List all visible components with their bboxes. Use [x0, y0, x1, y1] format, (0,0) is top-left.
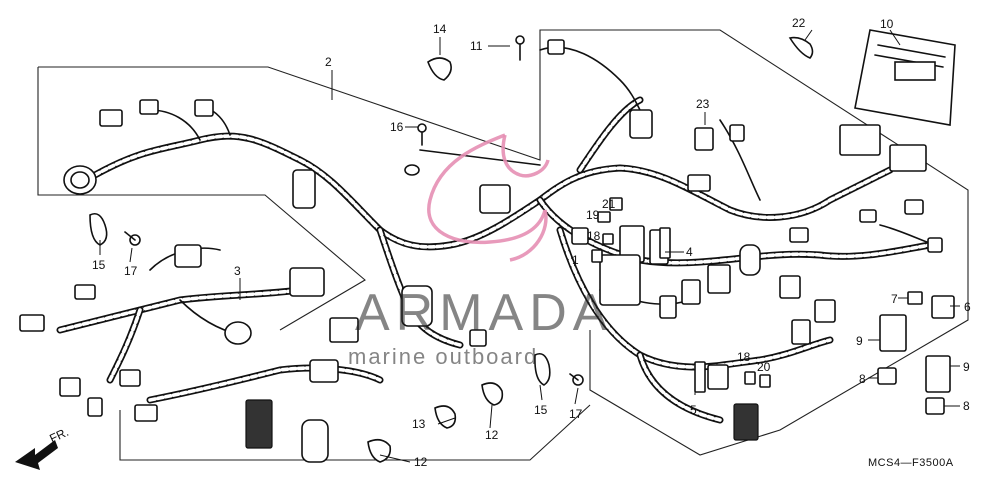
- front-direction-arrow: FR.: [15, 425, 71, 470]
- fasteners: [89, 35, 814, 463]
- callout-12: 12: [414, 455, 428, 469]
- callout-3: 3: [234, 264, 241, 278]
- callout-18: 18: [587, 229, 601, 243]
- ecu-module: [854, 29, 956, 126]
- callouts: 2 3 4 5 6 7 8 8 9 9 10 11 12 12 13 14 15…: [92, 16, 971, 469]
- callout-6: 6: [964, 300, 971, 314]
- callout-2: 2: [325, 55, 332, 69]
- callout-11: 11: [470, 39, 483, 53]
- callout-20: 20: [757, 360, 771, 374]
- callout-14: 14: [433, 22, 447, 36]
- relays: [877, 291, 955, 415]
- callout-10: 10: [880, 17, 894, 31]
- callout-17: 17: [569, 407, 583, 421]
- callout-21: 21: [602, 197, 616, 211]
- callout-9: 9: [963, 360, 970, 374]
- callout-8: 8: [963, 399, 970, 413]
- callout-17: 17: [124, 264, 138, 278]
- callout-12: 12: [485, 428, 499, 442]
- connectors: [19, 39, 943, 463]
- callout-13: 13: [412, 417, 426, 431]
- callout-8: 8: [859, 372, 866, 386]
- callout-5: 5: [690, 403, 697, 417]
- callout-23: 23: [696, 97, 710, 111]
- direction-label: FR.: [47, 425, 70, 446]
- watermark-logo: [427, 133, 550, 262]
- callout-22: 22: [792, 16, 806, 30]
- callout-7: 7: [891, 292, 898, 306]
- callout-18: 18: [737, 350, 751, 364]
- outline-harness-3: [37, 67, 366, 331]
- lower-harness: [146, 364, 384, 404]
- outline-harness-2: [38, 29, 969, 456]
- callout-15: 15: [534, 403, 548, 417]
- diagram-code: MCS4—F3500A: [868, 457, 954, 469]
- callout-19: 19: [586, 208, 600, 222]
- callout-4: 4: [686, 245, 693, 259]
- callout-16: 16: [390, 120, 404, 134]
- callout-15: 15: [92, 258, 106, 272]
- outline-subharness: [119, 404, 591, 461]
- callout-9: 9: [856, 334, 863, 348]
- callout-1: 1: [572, 253, 579, 267]
- watermark-brand: ARMADA: [355, 284, 613, 342]
- leader-lines: [99, 29, 960, 463]
- sub-harness-3: [56, 286, 304, 384]
- watermark-tagline: marine outboard: [348, 344, 538, 369]
